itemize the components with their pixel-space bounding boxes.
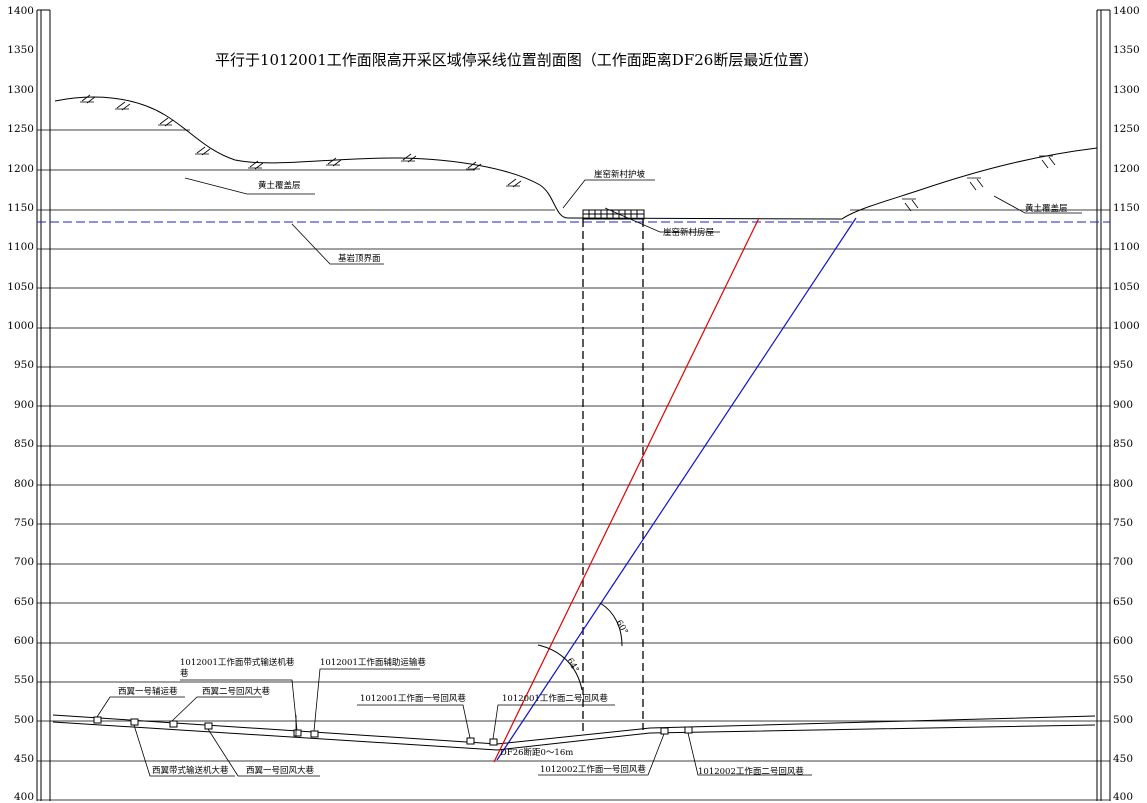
fault-line-blue bbox=[496, 217, 857, 761]
label-loess-left: 黄土覆盖层 bbox=[258, 180, 301, 191]
angle-arc-red bbox=[537, 644, 583, 691]
label-loess-right: 黄土覆盖层 bbox=[1025, 203, 1068, 214]
angle-arc-blue bbox=[599, 602, 623, 647]
elevation-grid bbox=[37, 129, 1110, 801]
tick-label: 1200 bbox=[7, 163, 34, 175]
label-w1-aux: 西翼一号辅运巷 bbox=[118, 686, 178, 697]
roadway-f2-return2 bbox=[684, 726, 693, 734]
tick-label: 950 bbox=[14, 359, 34, 371]
tick-label: 1400 bbox=[7, 5, 34, 17]
axis-left-labels: 1400 1350 1300 1250 1200 1150 1100 1050 … bbox=[7, 5, 34, 803]
tick-label: 900 bbox=[1113, 399, 1133, 411]
tick-label: 550 bbox=[1113, 674, 1133, 686]
tick-label: 1250 bbox=[1113, 123, 1140, 135]
tick-label: 1000 bbox=[7, 320, 34, 332]
label-w2-return: 西翼二号回风大巷 bbox=[202, 686, 271, 697]
tick-label: 600 bbox=[14, 635, 34, 647]
tick-label: 500 bbox=[14, 714, 34, 726]
label-conveyor-roadway: 1012001工作面带式输送机巷 bbox=[180, 657, 295, 668]
tick-label: 700 bbox=[1113, 556, 1133, 568]
tick-label: 1200 bbox=[1113, 163, 1140, 175]
tick-label: 1050 bbox=[7, 281, 34, 293]
roadway-w2-return bbox=[169, 720, 178, 728]
label-return-airway-2: 1012001工作面二号回风巷 bbox=[502, 693, 608, 704]
label-return-airway-1: 1012001工作面一号回风巷 bbox=[360, 693, 466, 704]
label-conveyor-roadway-cont: 巷 bbox=[180, 669, 189, 679]
tick-label: 400 bbox=[1113, 791, 1133, 803]
fault-line-red bbox=[493, 217, 760, 763]
tick-label: 1400 bbox=[1113, 5, 1140, 17]
ground-surface-line bbox=[54, 96, 1098, 220]
roadway-belt-main bbox=[130, 718, 139, 726]
angle-label-blue: 60° bbox=[613, 619, 629, 637]
tick-label: 1300 bbox=[1113, 84, 1140, 96]
tick-label: 700 bbox=[14, 556, 34, 568]
roadway-aux bbox=[310, 730, 319, 738]
tick-label: 550 bbox=[14, 674, 34, 686]
tick-label: 1100 bbox=[1113, 241, 1140, 253]
right-ruler bbox=[1096, 9, 1111, 801]
roadway-w1-return-main bbox=[204, 722, 213, 730]
tick-label: 750 bbox=[14, 517, 34, 529]
tick-label: 500 bbox=[1113, 714, 1133, 726]
tick-label: 1100 bbox=[7, 241, 34, 253]
roadway-return2 bbox=[489, 738, 498, 746]
label-aux-roadway: 1012001工作面辅助运输巷 bbox=[320, 657, 426, 668]
angle-label-red: 64° bbox=[564, 657, 580, 675]
tick-label: 600 bbox=[1113, 635, 1133, 647]
roadway-conveyor bbox=[293, 729, 302, 737]
tick-label: 1050 bbox=[1113, 281, 1140, 293]
tick-label: 1350 bbox=[1113, 44, 1140, 56]
label-f2-return1: 1012002工作面一号回风巷 bbox=[540, 764, 646, 775]
tick-label: 850 bbox=[1113, 438, 1133, 450]
left-ruler bbox=[36, 9, 51, 801]
label-fault-distance: DF26断距0～16m bbox=[500, 747, 573, 758]
tick-label: 950 bbox=[1113, 359, 1133, 371]
tick-label: 450 bbox=[1113, 753, 1133, 765]
label-village-house: 崖窑新村房屋 bbox=[663, 227, 715, 238]
tick-label: 1350 bbox=[7, 44, 34, 56]
terrain-hatch bbox=[80, 94, 1056, 212]
tick-label: 1150 bbox=[7, 202, 34, 214]
tick-label: 900 bbox=[14, 399, 34, 411]
protection-pillar-lines bbox=[582, 219, 644, 733]
tick-label: 1000 bbox=[1113, 320, 1140, 332]
tick-label: 800 bbox=[14, 478, 34, 490]
tick-label: 450 bbox=[14, 753, 34, 765]
tick-label: 650 bbox=[14, 596, 34, 608]
roadway-return1 bbox=[466, 737, 475, 745]
roadway-f2-return1 bbox=[660, 727, 669, 735]
axis-right-labels: 1400 1350 1300 1250 1200 1150 1100 1050 … bbox=[1113, 5, 1140, 803]
roadway-w1-aux bbox=[93, 716, 102, 724]
tick-label: 750 bbox=[1113, 517, 1133, 529]
tick-label: 1300 bbox=[7, 84, 34, 96]
drawing-title: 平行于1012001工作面限高开采区域停采线位置剖面图（工作面距离DF26断层最… bbox=[215, 51, 818, 69]
tick-label: 800 bbox=[1113, 478, 1133, 490]
label-w1-return-main: 西翼一号回风大巷 bbox=[246, 765, 315, 776]
leader-lines bbox=[96, 177, 1082, 777]
tick-label: 400 bbox=[14, 791, 34, 803]
tick-label: 1250 bbox=[7, 123, 34, 135]
label-village-slope: 崖窑新村护坡 bbox=[594, 169, 646, 180]
tick-label: 1150 bbox=[1113, 202, 1140, 214]
tick-label: 650 bbox=[1113, 596, 1133, 608]
label-bedrock: 基岩顶界面 bbox=[338, 253, 381, 264]
tick-label: 850 bbox=[14, 438, 34, 450]
roadway-boxes bbox=[93, 716, 693, 746]
label-f2-return2: 1012002工作面二号回风巷 bbox=[698, 766, 804, 777]
coal-seam-lines bbox=[52, 714, 1096, 751]
label-belt-main: 西翼带式输送机大巷 bbox=[152, 765, 229, 776]
